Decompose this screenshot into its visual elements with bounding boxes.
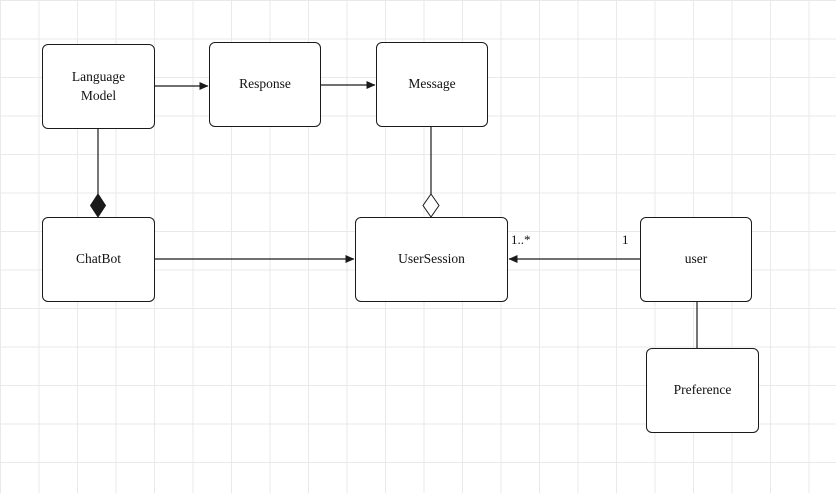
node-language-model[interactable]: Language Model <box>42 44 155 129</box>
aggregation-diamond[interactable] <box>422 193 440 218</box>
node-response[interactable]: Response <box>209 42 321 127</box>
node-chatbot[interactable]: ChatBot <box>42 217 155 302</box>
node-user[interactable]: user <box>640 217 752 302</box>
multiplicity-label-user[interactable]: 1 <box>622 232 629 247</box>
node-usersession[interactable]: UserSession <box>355 217 508 302</box>
node-preference-label: Preference <box>673 382 732 398</box>
node-user-label: user <box>684 251 708 267</box>
multiplicity-label-usersession[interactable]: 1..* <box>511 232 531 247</box>
node-message-label: Message <box>408 76 456 92</box>
node-language-model-label: Language Model <box>71 69 126 103</box>
node-preference[interactable]: Preference <box>646 348 759 433</box>
node-response-label: Response <box>239 76 291 92</box>
node-chatbot-label: ChatBot <box>75 251 121 267</box>
composition-diamond[interactable] <box>89 193 107 218</box>
node-usersession-label: UserSession <box>398 251 465 267</box>
node-message[interactable]: Message <box>376 42 488 127</box>
